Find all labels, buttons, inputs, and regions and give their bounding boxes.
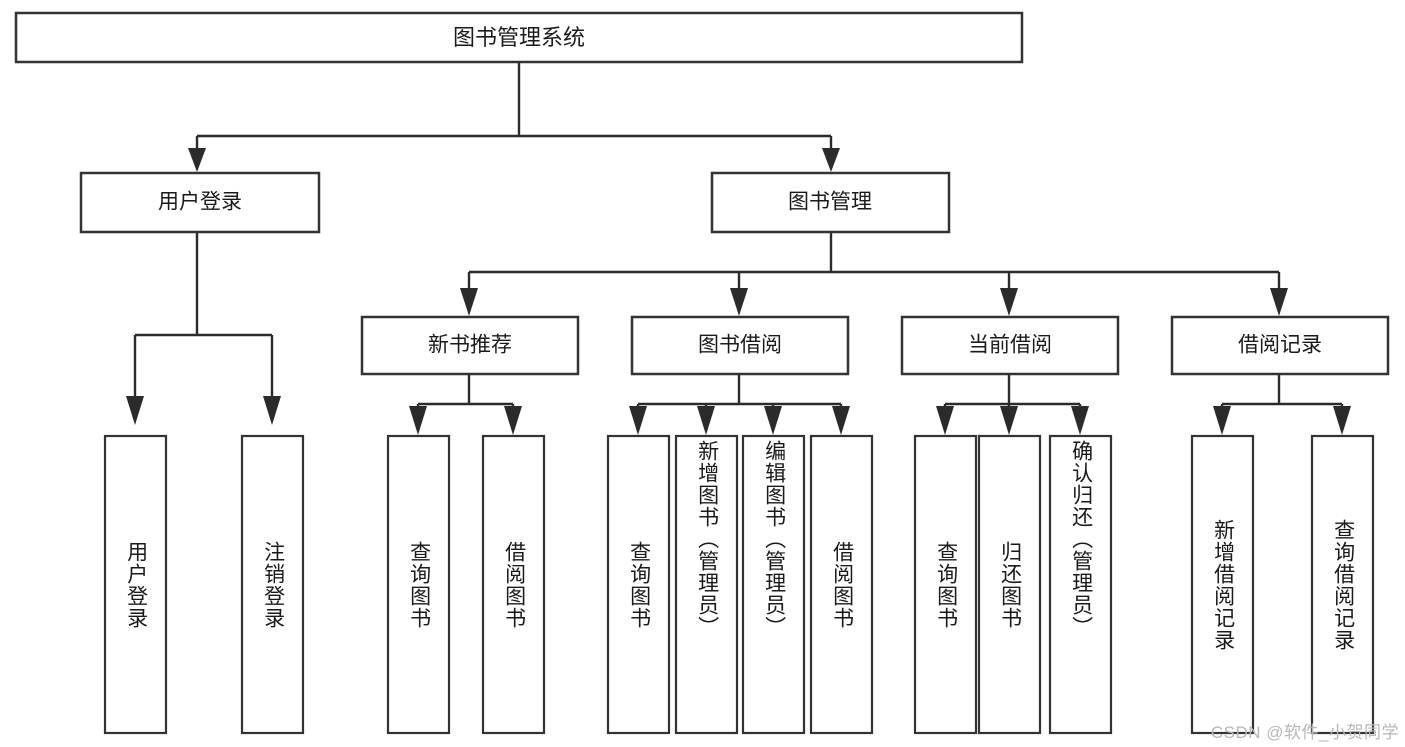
arrow-leaf-user-login (126, 396, 144, 425)
node-root-box[interactable] (14, 11, 1024, 64)
node-current-borrow[interactable]: 当前借阅 (900, 315, 1120, 376)
leaf-box-user-login[interactable] (103, 434, 168, 735)
leaf-box-edit-book[interactable] (741, 434, 806, 735)
arrow-leaf-borrow-book-1 (504, 406, 522, 435)
leaf-box-logout-login[interactable] (240, 434, 305, 735)
arrow-to-current-borrow (1000, 288, 1018, 316)
node-current-borrow-box[interactable] (900, 315, 1120, 376)
leaf-box-add-record[interactable] (1190, 434, 1255, 735)
leaf-box-confirm-return[interactable] (1048, 434, 1113, 735)
leaf-box-borrow-book-2[interactable] (809, 434, 874, 735)
arrow-leaf-query-book-2 (629, 406, 647, 435)
arrow-leaf-borrow-book-2 (832, 406, 850, 435)
arrow-leaf-add-book (697, 406, 715, 435)
node-borrow-record-label: 借阅记录 (1238, 334, 1322, 357)
node-user-login-label: 用户登录 (158, 191, 242, 214)
arrow-to-book-borrow (730, 288, 748, 316)
node-book-borrow[interactable]: 图书借阅 (630, 315, 850, 376)
leaf-box-query-book-2[interactable] (606, 434, 671, 735)
leaf-box-query-book-1[interactable] (386, 434, 451, 735)
node-book-manage-box[interactable] (710, 171, 951, 234)
node-book-manage[interactable]: 图书管理 (710, 171, 951, 234)
arrow-leaf-return-book (1000, 406, 1018, 435)
leaf-box-borrow-book-1[interactable] (481, 434, 546, 735)
arrow-to-user-login (188, 148, 206, 172)
arrow-to-new-book-recommend (460, 288, 478, 316)
leaf-box-query-record[interactable] (1310, 434, 1375, 735)
arrow-to-book-manage (822, 148, 840, 172)
node-book-borrow-box[interactable] (630, 315, 850, 376)
arrow-leaf-query-book-1 (409, 406, 427, 435)
leaf-box-return-book[interactable] (977, 434, 1042, 735)
node-book-manage-label: 图书管理 (788, 191, 872, 214)
leaf-boxes-group (103, 434, 1375, 735)
leaf-box-add-book[interactable] (674, 434, 739, 735)
node-new-book-recommend[interactable]: 新书推荐 (360, 315, 580, 376)
arrow-leaf-confirm-return (1071, 406, 1089, 435)
node-user-login-box[interactable] (79, 171, 321, 234)
watermark: CSDN @软件_小贺同学 (1210, 723, 1399, 742)
arrow-leaf-edit-book (764, 406, 782, 435)
node-user-login[interactable]: 用户登录 (79, 171, 321, 234)
arrow-leaf-query-record (1333, 406, 1351, 435)
node-borrow-record[interactable]: 借阅记录 (1170, 315, 1390, 376)
node-new-book-recommend-box[interactable] (360, 315, 580, 376)
arrow-leaf-query-book-3 (936, 406, 954, 435)
arrow-to-borrow-record (1270, 288, 1288, 316)
node-current-borrow-label: 当前借阅 (968, 334, 1052, 357)
leaf-box-query-book-3[interactable] (913, 434, 978, 735)
node-borrow-record-box[interactable] (1170, 315, 1390, 376)
connectors-group (126, 62, 1351, 435)
node-book-borrow-label: 图书借阅 (698, 334, 782, 357)
arrow-leaf-add-record (1213, 406, 1231, 435)
arrow-leaf-logout-login (263, 396, 281, 425)
node-root-label: 图书管理系统 (453, 25, 585, 50)
node-new-book-recommend-label: 新书推荐 (428, 334, 512, 357)
node-root[interactable]: 图书管理系统 (14, 11, 1024, 64)
